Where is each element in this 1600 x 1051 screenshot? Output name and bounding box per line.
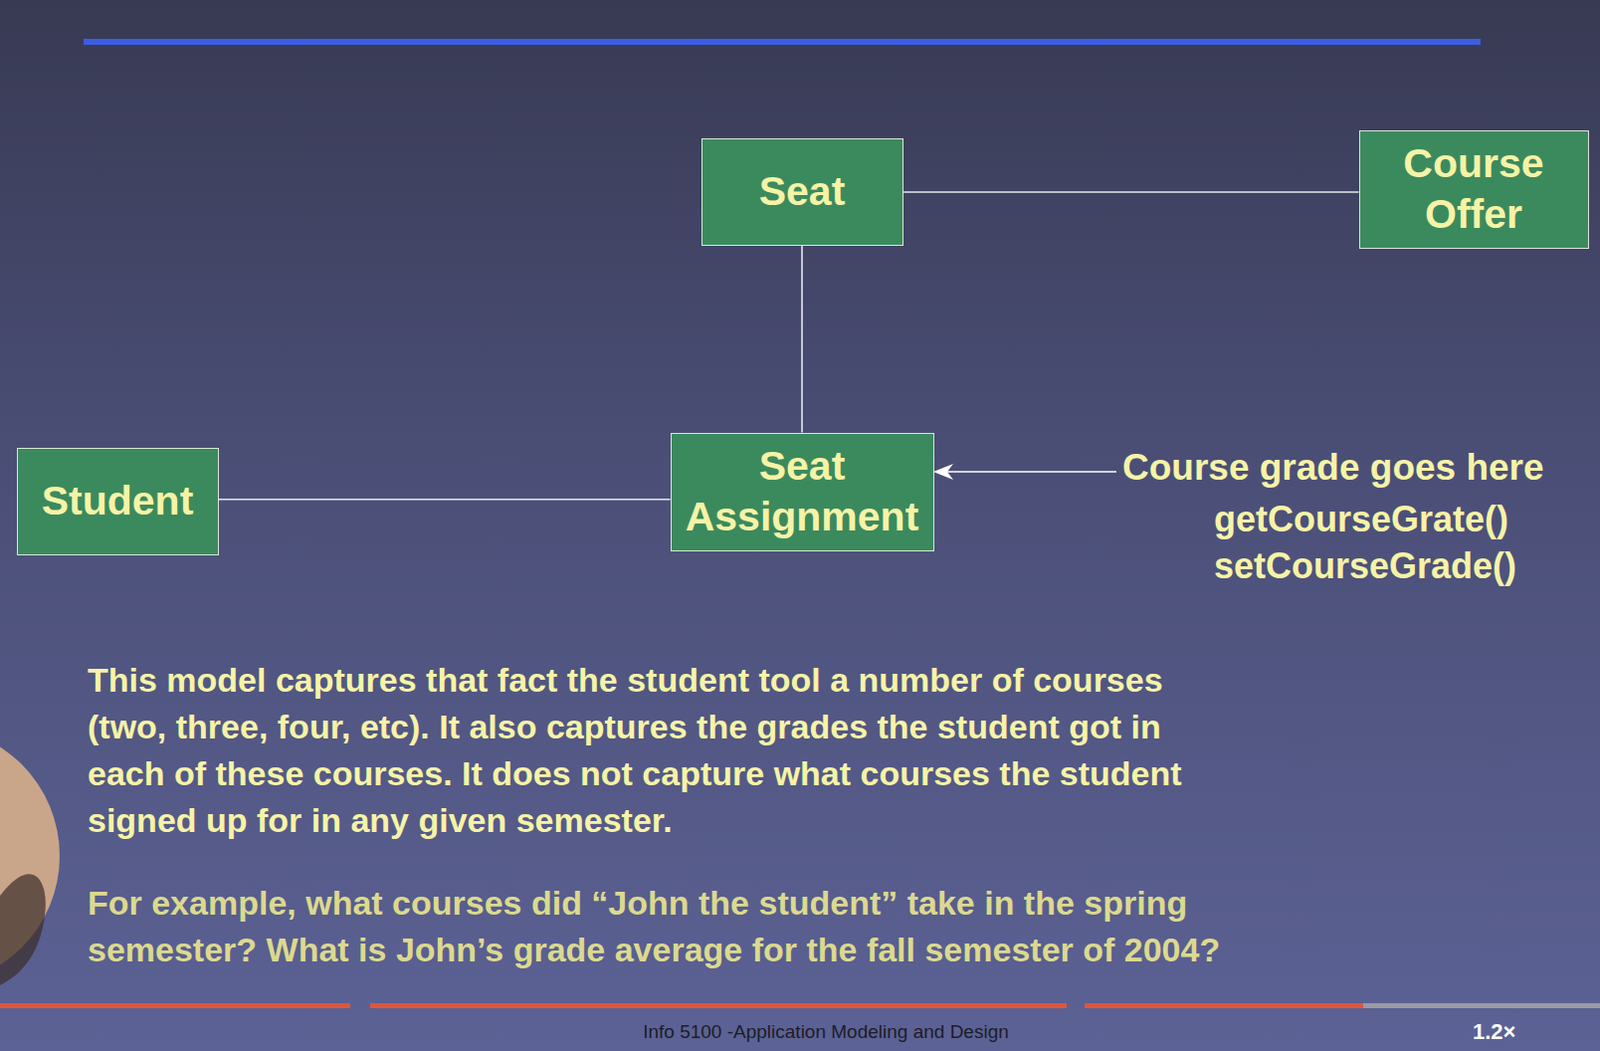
- class-box: Course Offer: [1359, 130, 1590, 249]
- note-paragraph: This model captures that fact the studen…: [87, 656, 1232, 844]
- playback-speed: 1.2×: [1472, 1018, 1553, 1045]
- progress-bar: [370, 1002, 1067, 1008]
- title-rule: [83, 38, 1481, 45]
- callout-leader: [945, 470, 1117, 473]
- association-line: [800, 245, 803, 433]
- progress-bar: [0, 1002, 351, 1008]
- note-paragraph: For example, what courses did “John the …: [87, 879, 1232, 974]
- node-content: Seat Assignment: [671, 440, 934, 544]
- association-line: [218, 498, 671, 501]
- class-box: Student: [16, 447, 219, 556]
- callout-text: Course grade goes here: [1122, 445, 1591, 490]
- method-name: getCourseGrate(): [1213, 497, 1573, 541]
- presenter-avatar: [0, 726, 60, 986]
- progress-track: [1363, 1002, 1600, 1008]
- progress-bar: [1084, 1002, 1364, 1008]
- class-box: Seat Assignment: [670, 432, 935, 552]
- callout-arrowhead: [933, 463, 954, 480]
- class-name: Student: [41, 475, 195, 527]
- method-name: setCourseGrade(): [1213, 544, 1573, 588]
- avatar-detail: [0, 873, 46, 986]
- class-name: Course Offer: [1360, 138, 1589, 241]
- node-content: Seat: [759, 166, 846, 217]
- class-name: Seat Assignment: [671, 440, 934, 544]
- video-title: Info 5100 -Application Modeling and Desi…: [557, 1020, 1095, 1044]
- node-content: Course Offer: [1360, 138, 1589, 241]
- class-name: Seat: [759, 166, 846, 217]
- class-box: Seat: [701, 138, 904, 246]
- node-content: Student: [41, 475, 195, 527]
- association-line: [903, 191, 1360, 194]
